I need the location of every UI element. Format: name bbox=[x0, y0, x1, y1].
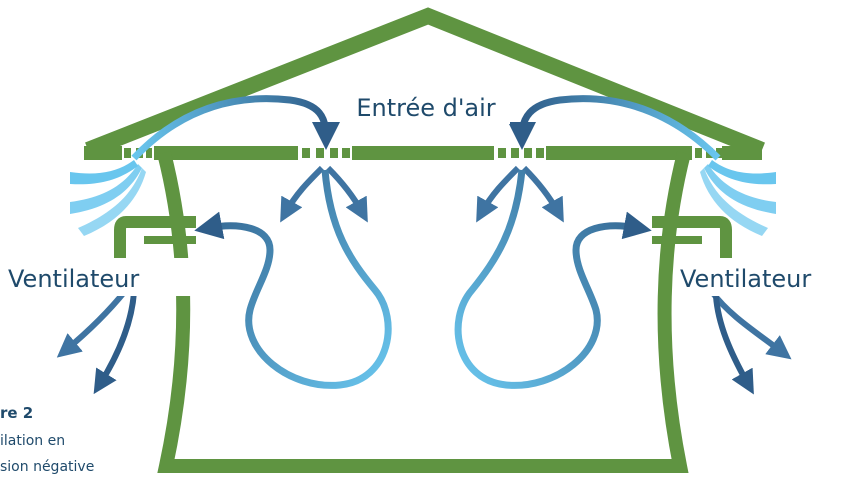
spread-arrows-left bbox=[280, 165, 368, 223]
spread-arrows-right bbox=[476, 165, 564, 223]
recirculation-loop-left bbox=[194, 169, 392, 389]
exhaust-arrows-left bbox=[56, 288, 137, 395]
intake-streams-right bbox=[700, 160, 776, 236]
fan-right bbox=[652, 216, 732, 258]
inlet-arrow-right bbox=[508, 95, 721, 161]
roof bbox=[84, 7, 765, 160]
ceiling-vent-left bbox=[302, 148, 350, 158]
intake-streams-left bbox=[70, 160, 146, 236]
fan-right-label-backdrop bbox=[674, 258, 834, 296]
air-inlet-label-backdrop bbox=[342, 92, 510, 124]
fan-left-label-backdrop bbox=[6, 258, 194, 296]
fan-left-label: Ventilateur bbox=[8, 265, 139, 293]
fan-left bbox=[114, 216, 196, 258]
fan-right-label: Ventilateur bbox=[680, 265, 811, 293]
caption-line-2: sion négative bbox=[0, 459, 94, 475]
caption-line-1: ilation en bbox=[0, 433, 65, 449]
exhaust-arrows-right bbox=[709, 290, 792, 395]
roof-outline bbox=[85, 7, 765, 158]
caption-title: re 2 bbox=[0, 404, 33, 422]
building-walls bbox=[157, 151, 691, 473]
inlet-arrow-left bbox=[131, 95, 340, 161]
air-inlet-label: Entrée d'air bbox=[356, 94, 495, 122]
recirculation-loop-right bbox=[454, 169, 652, 389]
ceiling-vent-right bbox=[498, 148, 544, 158]
